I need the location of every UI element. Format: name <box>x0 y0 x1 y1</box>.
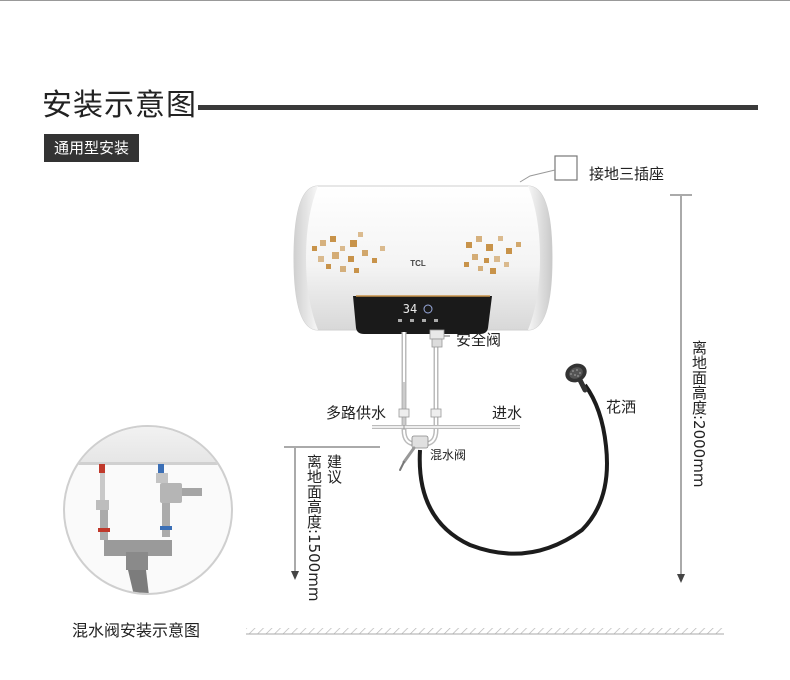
supply-valve-icon <box>398 408 410 418</box>
page-title: 安装示意图 <box>42 88 197 123</box>
temperature-display: 34 <box>403 302 417 316</box>
water-inlet-label: 进水 <box>492 404 523 422</box>
socket-label: 接地三插座 <box>589 165 665 183</box>
height-1500-label: 离地面高度:1500mm <box>305 454 323 602</box>
safety-valve-label: 安全阀 <box>456 331 502 349</box>
install-type-badge: 通用型安装 <box>44 134 140 162</box>
multi-supply-label: 多路供水 <box>326 404 387 422</box>
mixing-valve-label: 混水阀 <box>430 448 467 462</box>
shower-hose <box>417 383 609 556</box>
water-heater: TCL <box>293 185 553 331</box>
height-1500-arrow <box>284 446 380 580</box>
brand-logo: TCL <box>410 259 426 268</box>
mixing-valve-icon <box>399 435 429 471</box>
inset-caption: 混水阀安装示意图 <box>72 621 201 640</box>
height-2000-arrow <box>670 194 692 583</box>
height-1500-suggest-label: 建议 <box>325 454 343 484</box>
control-panel: 34 <box>353 295 492 334</box>
ground-line <box>246 628 724 635</box>
height-2000-label: 离地面高度:2000mm <box>690 340 708 488</box>
mixing-valve-inset <box>63 425 233 595</box>
inlet-valve-icon <box>430 408 442 418</box>
shower-label: 花洒 <box>606 398 637 416</box>
top-divider <box>0 0 790 1</box>
title-underline <box>198 105 758 110</box>
socket-icon <box>519 155 578 183</box>
safety-valve-icon <box>429 329 450 348</box>
shower-head-icon <box>565 363 588 393</box>
